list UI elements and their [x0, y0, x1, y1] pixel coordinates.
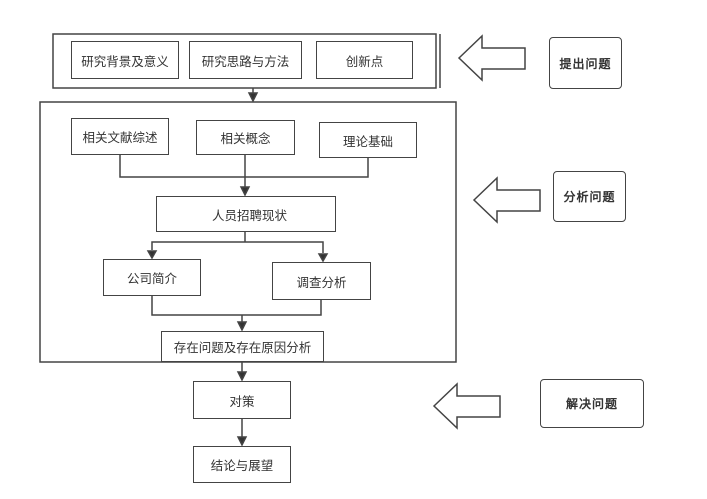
hollow-arrow-1: [457, 34, 526, 82]
box-company-profile: 公司简介: [103, 259, 201, 296]
stage-analyze-problem: 分析问题: [553, 171, 626, 222]
box-recruitment-status: 人员招聘现状: [156, 196, 336, 232]
box-concepts: 相关概念: [196, 120, 295, 155]
hollow-arrow-3: [432, 382, 501, 430]
box-research-approach: 研究思路与方法: [189, 41, 302, 79]
box-conclusion: 结论与展望: [193, 446, 291, 483]
stage-solve-problem: 解决问题: [540, 379, 644, 428]
box-survey-analysis: 调查分析: [272, 262, 371, 300]
box-literature-review: 相关文献综述: [71, 118, 169, 155]
box-countermeasures: 对策: [193, 381, 291, 419]
box-innovation: 创新点: [316, 41, 413, 79]
top-group-frame: [52, 33, 437, 89]
box-theory: 理论基础: [319, 122, 417, 158]
analysis-group-frame: [39, 101, 457, 363]
stage-raise-problem: 提出问题: [549, 37, 622, 89]
hollow-arrow-2: [472, 176, 541, 224]
box-research-background: 研究背景及意义: [71, 41, 179, 79]
box-problems-causes: 存在问题及存在原因分析: [161, 331, 324, 362]
